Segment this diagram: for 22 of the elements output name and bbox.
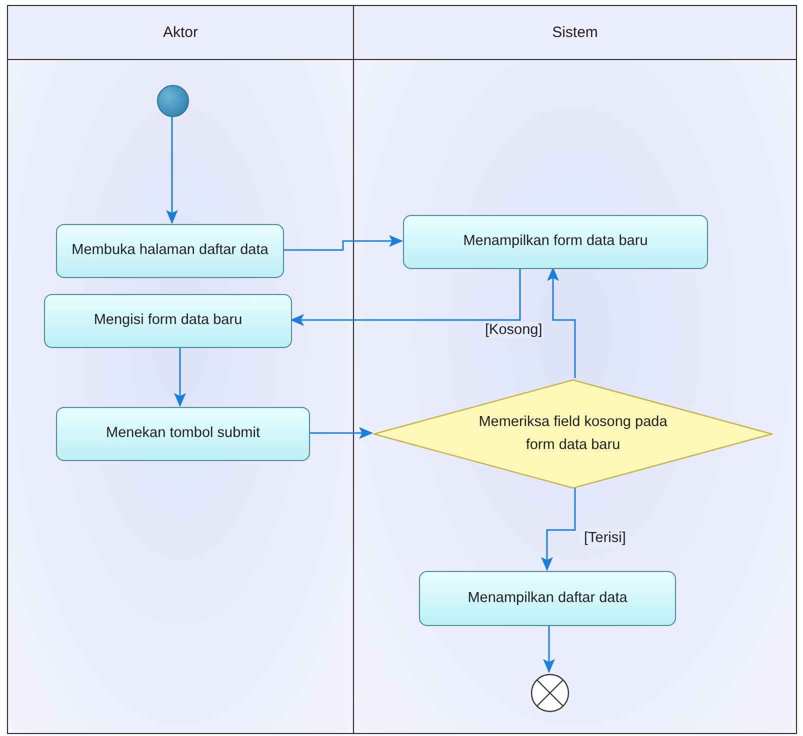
edge-label: [Terisi]: [583, 530, 627, 546]
arrow: [166, 116, 178, 224]
activity-box: Menampilkan daftar data: [419, 571, 676, 626]
edge-label: [Kosong]: [484, 322, 544, 338]
activity-box: Membuka halaman daftar data: [56, 224, 284, 278]
arrow: [290, 268, 521, 326]
swimlane: [7, 5, 354, 734]
arrow: [547, 267, 576, 378]
end-node: [530, 673, 570, 713]
arrow: [309, 427, 373, 439]
activity-box: Menekan tombol submit: [56, 407, 310, 461]
arrow: [283, 235, 403, 251]
decision-diamond: Memeriksa field kosong pada form data baru: [373, 379, 773, 489]
swimlane: [353, 5, 797, 734]
lane-header: Aktor: [8, 6, 353, 60]
lane-header: Sistem: [354, 6, 796, 60]
activity-box: Menampilkan form data baru: [403, 215, 708, 269]
arrow: [174, 347, 186, 407]
arrow: [541, 488, 576, 571]
arrow: [543, 625, 555, 673]
activity-box: Mengisi form data baru: [44, 294, 292, 348]
start-node: [157, 85, 189, 117]
